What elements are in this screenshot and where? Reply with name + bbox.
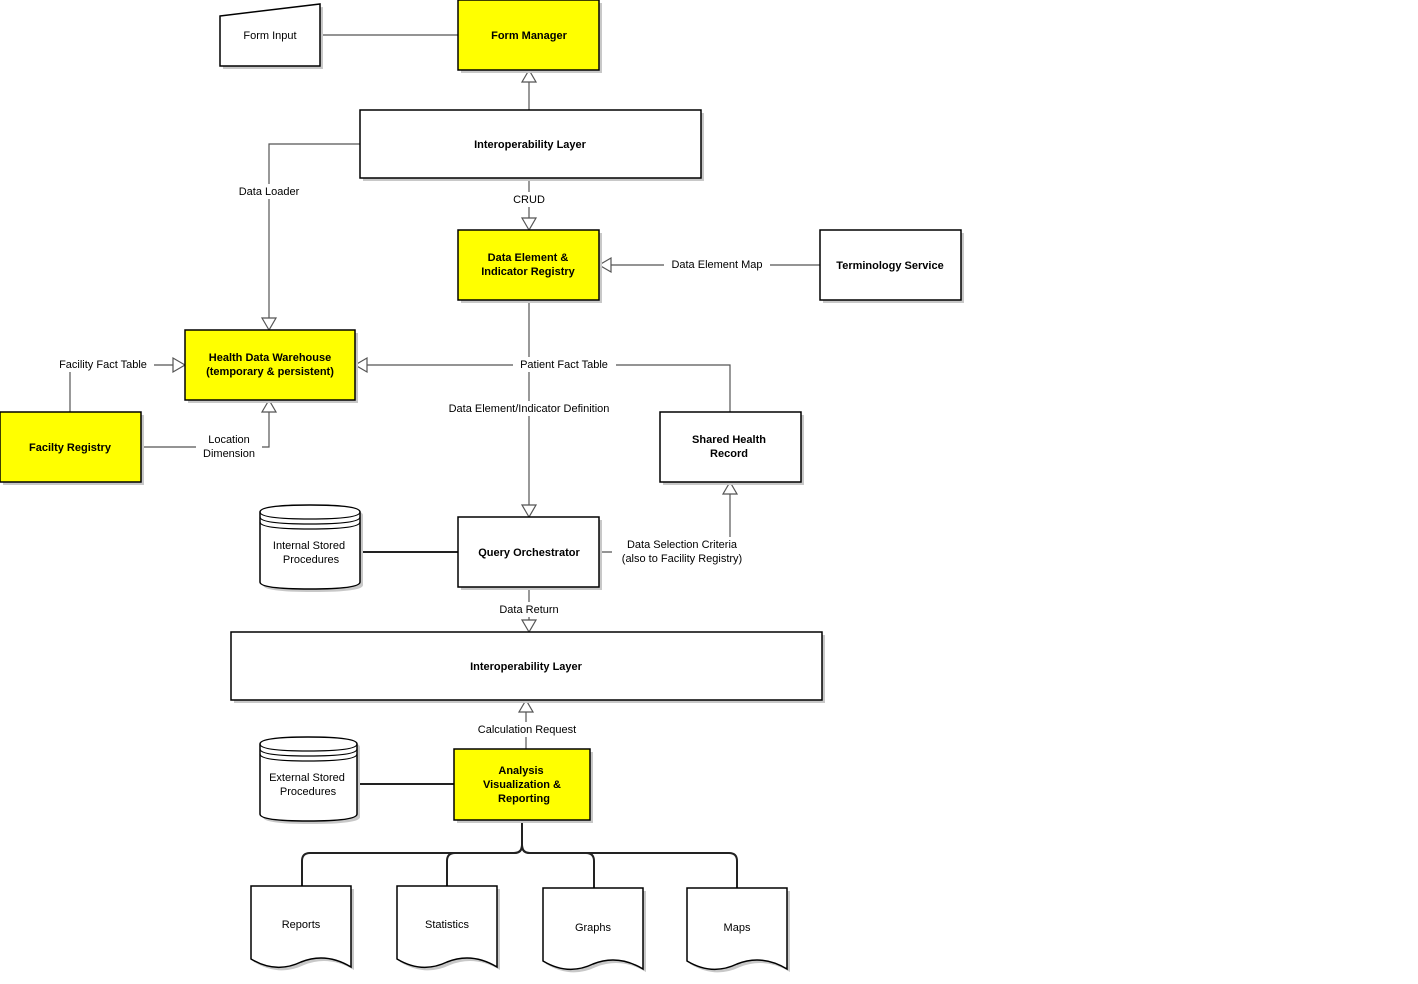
shared-health-record-label-line-2: Record [710,448,748,460]
arrowhead-data-element-registry-right [597,256,612,274]
reports-label: Reports [282,919,321,931]
node-query-orchestrator: Query Orchestrator [457,516,602,590]
internal-procedures-label-line-2: Procedures [283,554,340,566]
arrowhead-data-element-registry-top [520,217,538,232]
node-form-input: Form Input [219,3,323,69]
graphs-label: Graphs [575,922,612,934]
node-data-element-registry: Data Element & Indicator Registry [457,229,602,303]
form-input-label: Form Input [243,30,296,42]
arrowhead-warehouse-left [172,356,187,374]
node-reports: Reports [250,885,354,971]
label-data-return: Data Return [499,604,558,616]
terminology-service-label: Terminology Service [836,260,943,272]
arrowhead-warehouse-top [260,317,278,332]
label-patient-fact-table: Patient Fact Table [520,359,608,371]
shared-health-record-label-line-1: Shared Health [692,434,766,446]
node-analysis-visualization-reporting: Analysis Visualization & Reporting [453,748,593,823]
node-health-data-warehouse: Health Data Warehouse (temporary & persi… [184,329,358,403]
form-manager-label: Form Manager [491,30,568,42]
label-data-selection-criteria-line-2: (also to Facility Registry) [622,553,742,565]
statistics-label: Statistics [425,919,470,931]
analysis-label-line-3: Reporting [498,793,550,805]
label-data-element-map: Data Element Map [671,259,762,271]
interop-bottom-label: Interoperability Layer [470,661,583,673]
internal-procedures-label-line-1: Internal Stored [273,540,345,552]
arrowhead-interop-bottom-bottom [517,698,535,713]
data-element-registry-label-line-1: Data Element & [488,252,569,264]
arrowhead-warehouse-bottom [260,398,278,413]
warehouse-label-line-2: (temporary & persistent) [206,366,334,378]
label-facility-fact-table: Facility Fact Table [59,359,147,371]
node-interoperability-layer-top: Interoperability Layer [359,109,704,181]
interop-top-label: Interoperability Layer [474,139,587,151]
node-maps: Maps [686,887,790,973]
node-graphs: Graphs [542,887,646,973]
label-location-dimension-line-1: Location [208,434,250,446]
arrowhead-warehouse-right [353,356,368,374]
external-procedures-label-line-1: External Stored [269,772,345,784]
label-location-dimension-line-2: Dimension [203,448,255,460]
facility-registry-label: Facilty Registry [29,442,112,454]
label-crud: CRUD [513,194,545,206]
node-shared-health-record: Shared Health Record [659,411,804,485]
maps-label: Maps [724,922,751,934]
external-procedures-label-line-2: Procedures [280,786,337,798]
analysis-label-line-2: Visualization & [483,779,561,791]
arrowhead-form-manager [520,68,538,83]
edge-facility-fact-table [69,364,173,412]
label-data-selection-criteria-line-1: Data Selection Criteria [627,539,738,551]
node-terminology-service: Terminology Service [819,229,964,303]
edge-to-statistics [446,844,523,886]
arrowhead-shared-health-record [721,480,739,495]
edge-labels: Data Loader CRUD Data Element Map Facili… [52,184,770,737]
arrowheads [172,68,739,713]
label-calculation-request: Calculation Request [478,724,576,736]
edge-patient-fact-table [367,364,731,412]
node-form-manager: Form Manager [457,0,602,73]
label-data-loader: Data Loader [239,186,300,198]
edge-location-dimension [140,412,270,448]
node-interoperability-layer-bottom: Interoperability Layer [230,631,825,703]
label-data-element-definition: Data Element/Indicator Definition [449,403,610,415]
data-element-registry-label-line-2: Indicator Registry [481,266,575,278]
arrowhead-query-orchestrator [520,504,538,519]
node-internal-stored-procedures: Internal Stored Procedures [259,504,363,592]
edge-data-loader [268,143,360,318]
node-facility-registry: Facilty Registry [0,411,144,485]
arrowhead-interop-bottom-top [520,619,538,634]
edge-to-graphs [521,844,595,888]
node-external-stored-procedures: External Stored Procedures [259,736,360,824]
query-orchestrator-label: Query Orchestrator [478,547,580,559]
warehouse-label-line-1: Health Data Warehouse [209,352,331,364]
analysis-label-line-1: Analysis [498,765,543,777]
edge-to-maps [521,844,738,888]
node-statistics: Statistics [396,885,500,971]
